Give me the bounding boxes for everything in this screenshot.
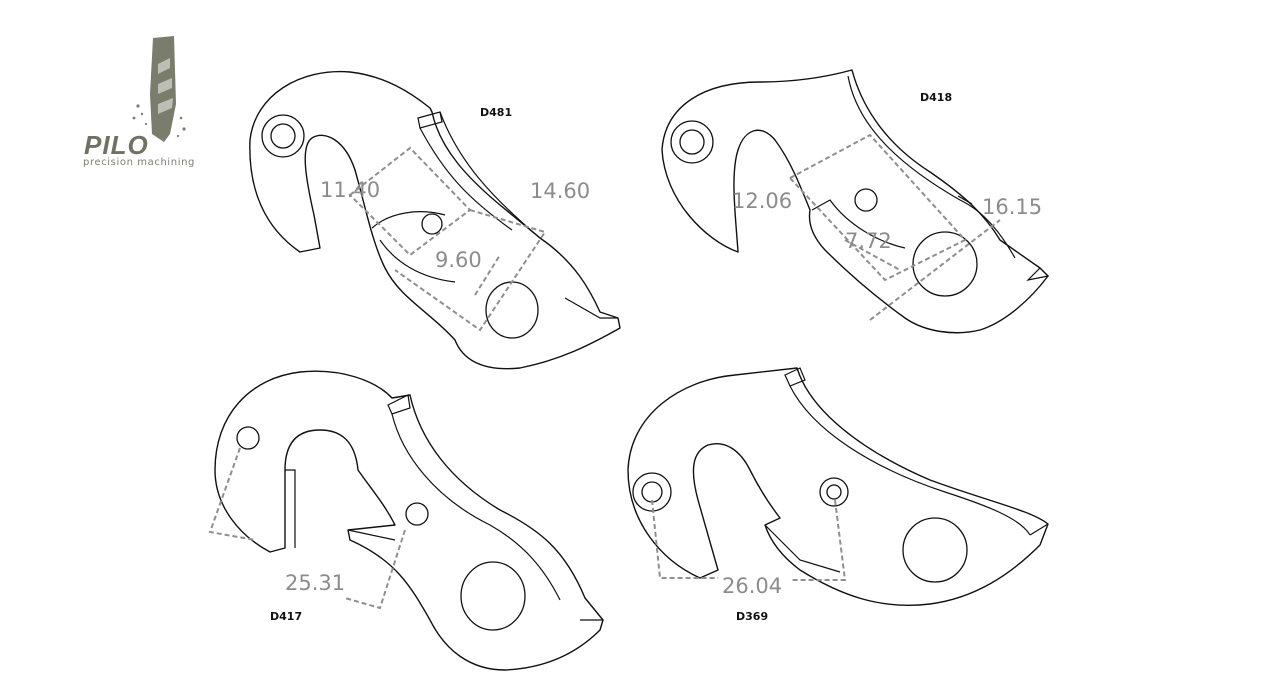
part-label-d417: D417 bbox=[270, 610, 303, 623]
part-d481-dimension-a: 11.40 bbox=[320, 178, 380, 202]
part-d369-dimension-a: 26.04 bbox=[722, 574, 782, 598]
part-d418-dimension-b: 16.15 bbox=[982, 195, 1042, 219]
brand-name: PILO bbox=[84, 130, 149, 160]
brand-tagline: precision machining bbox=[83, 157, 195, 168]
part-label-d418: D418 bbox=[920, 91, 953, 104]
part-label-d481: D481 bbox=[480, 106, 513, 119]
part-d417-hole-axle bbox=[460, 561, 526, 631]
part-d418-hole-axle bbox=[912, 231, 978, 297]
part-d417-hole-pivot bbox=[236, 426, 260, 450]
part-d418-dimension-c: 7.72 bbox=[845, 229, 892, 253]
part-d481-dimension-c: 9.60 bbox=[435, 248, 482, 272]
part-d418-drawing: 12.06 16.15 7.72 bbox=[661, 69, 1050, 334]
part-d418-hole-small bbox=[854, 188, 878, 212]
part-d417-hole-small bbox=[405, 502, 429, 526]
part-d417-dimension-a: 25.31 bbox=[285, 571, 345, 595]
end-mill-icon bbox=[132, 36, 186, 142]
part-d481-hole-small bbox=[421, 213, 443, 235]
part-d369-hole-axle bbox=[902, 517, 968, 583]
part-label-d369: D369 bbox=[736, 610, 769, 623]
part-d417-drawing: 25.31 bbox=[208, 370, 604, 671]
part-d481-dimension-b: 14.60 bbox=[530, 179, 590, 203]
pilo-logo: PILO precision machining bbox=[78, 34, 198, 174]
part-d369-drawing: 26.04 bbox=[627, 367, 1049, 607]
part-d481-drawing: 11.40 14.60 9.60 bbox=[249, 70, 621, 370]
part-d418-dimension-a: 12.06 bbox=[732, 189, 792, 213]
